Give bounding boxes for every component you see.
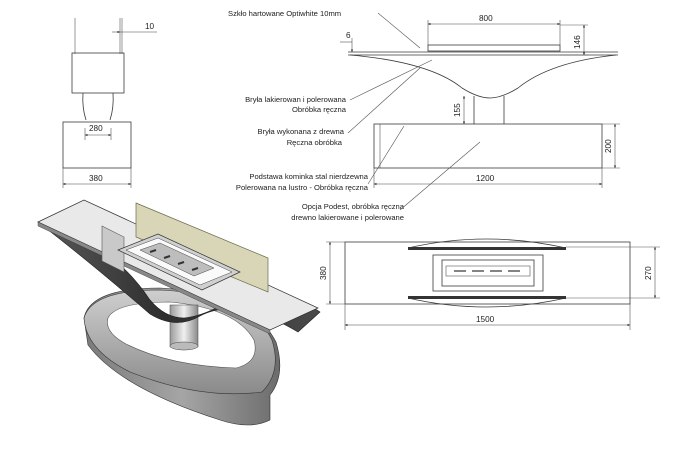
dim-front-height: 146 [573,35,582,49]
annotation-leaders [347,12,481,211]
dim-front-neck: 155 [453,103,462,117]
dim-front-width: 800 [479,14,493,23]
dim-front-base-w: 1200 [476,174,495,183]
label-podest-1: Opcja Podest, obróbka ręczna [302,202,405,211]
dim-side-inner: 280 [89,124,103,133]
dim-top-inner: 270 [644,266,653,280]
dim-top-depth: 380 [319,266,328,280]
top-view: 380 270 1500 [319,238,660,330]
dim-side-top: 10 [145,22,155,31]
label-base-steel-1: Podstawa kominka stal nierdzewna [249,172,368,181]
label-body-lacquer-1: Bryła lakierowan i polerowana [245,95,347,104]
label-body-wood-1: Bryła wykonana z drewna [257,127,344,136]
render-3d [37,199,321,426]
dim-side-base: 380 [89,174,103,183]
label-base-steel-2: Polerowana na lustro - Obróbka ręczna [236,183,369,192]
front-view: 800 6 146 155 200 1200 [340,14,620,188]
label-podest-2: drewno lakierowane i polerowane [291,213,404,222]
label-glass: Szkło hartowane Optiwhite 10mm [228,9,341,18]
label-body-wood-2: Ręczna obróbka [287,138,343,147]
side-view: 10 280 380 [62,18,157,188]
dim-front-glass: 6 [346,31,351,40]
dim-front-base-h: 200 [604,139,613,153]
dim-top-length: 1500 [476,315,495,324]
label-body-lacquer-2: Obróbka ręczna [292,105,347,114]
